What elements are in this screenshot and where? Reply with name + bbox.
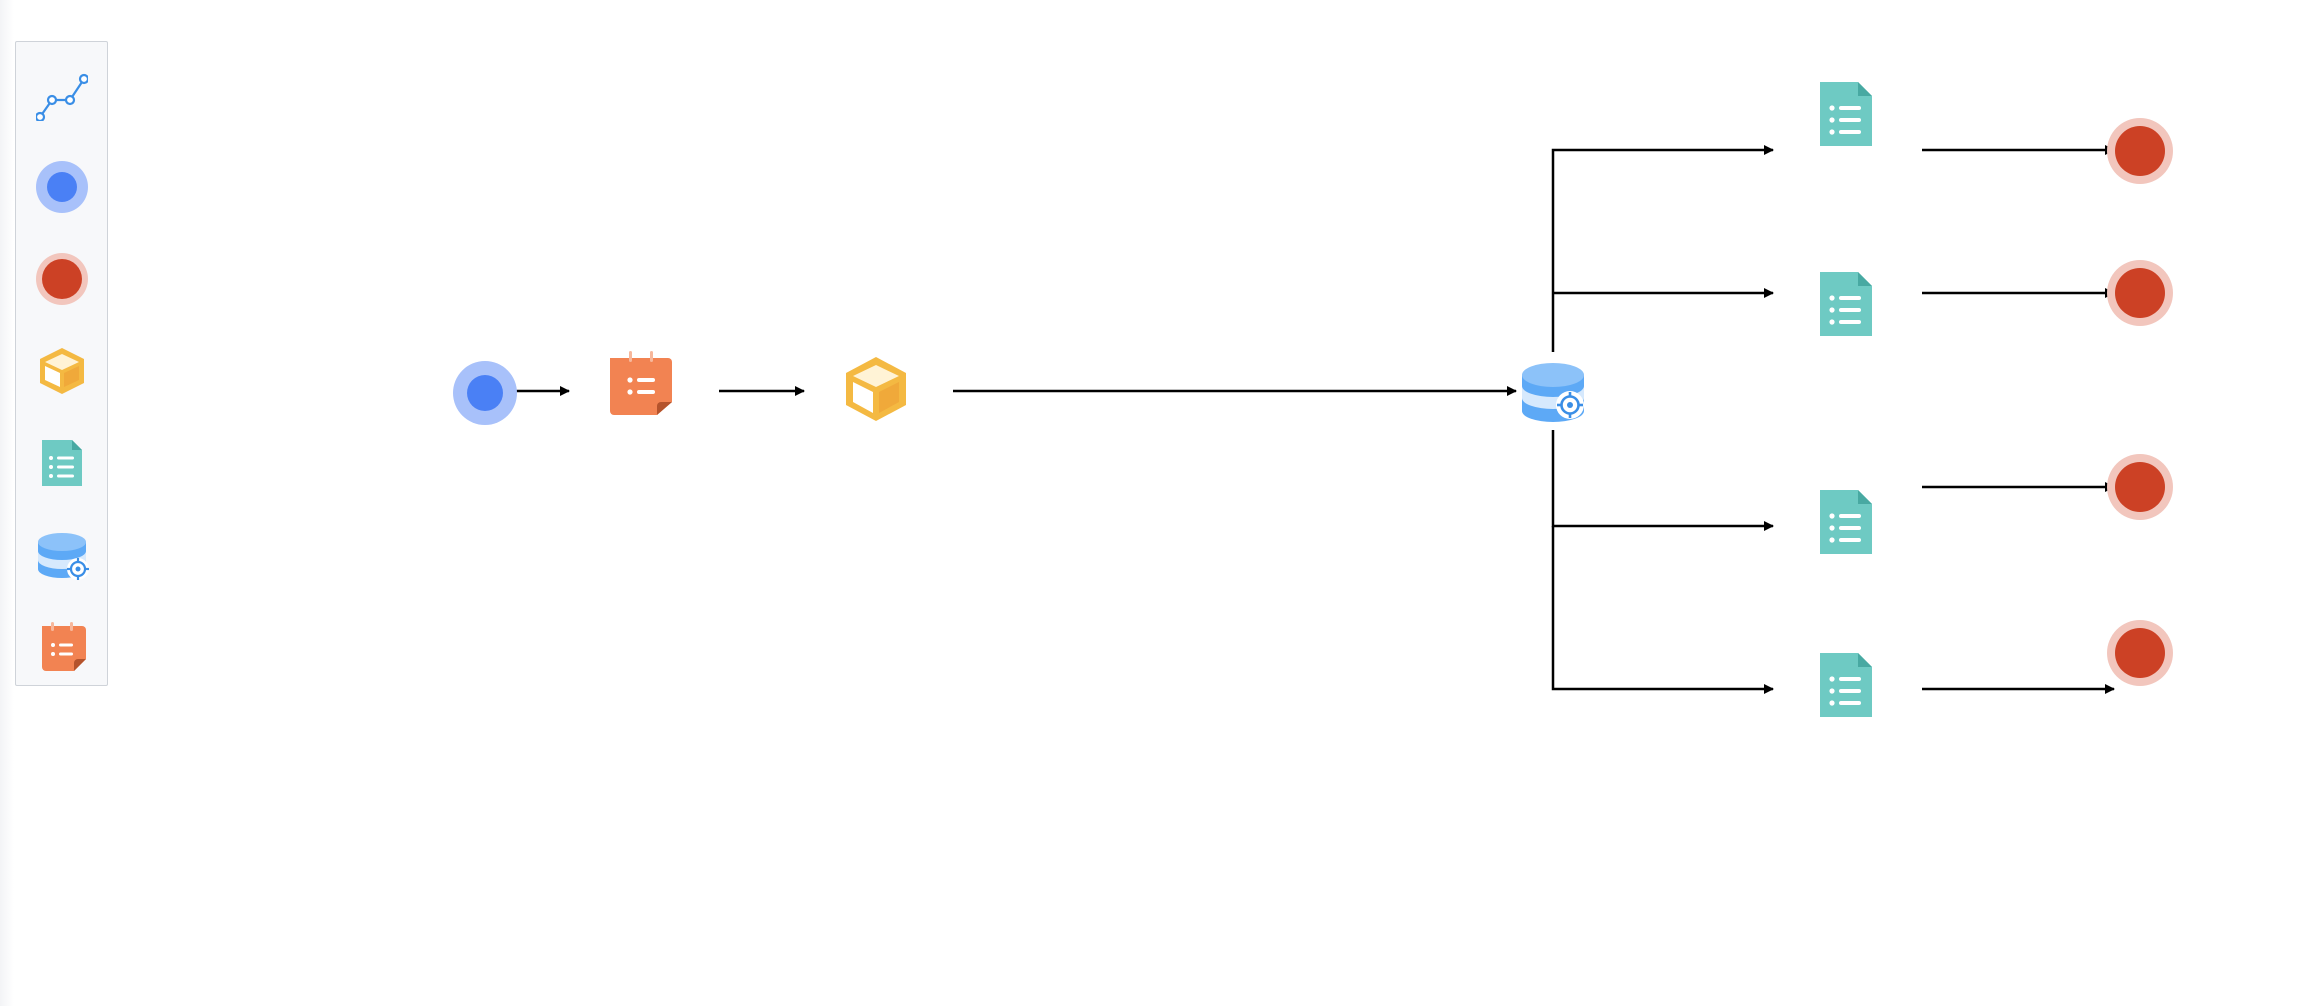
end-event-icon: [36, 253, 88, 305]
end-event-node-3[interactable]: [2107, 454, 2173, 520]
palette-tool-edge[interactable]: [16, 60, 109, 130]
start-event-node[interactable]: [453, 361, 517, 425]
database-node[interactable]: [1522, 363, 1584, 422]
document-node-1[interactable]: [1820, 82, 1872, 146]
document-node-2[interactable]: [1820, 272, 1872, 336]
edge-database-doc-3[interactable]: [1551, 430, 1774, 531]
shape-palette: [15, 41, 108, 686]
palette-tool-cube[interactable]: [16, 336, 109, 406]
calendar-task-node[interactable]: [610, 351, 672, 415]
edge-database-doc-4[interactable]: [1551, 526, 1774, 694]
start-event-icon: [36, 161, 88, 213]
end-event-node-2[interactable]: [2107, 260, 2173, 326]
cube-node[interactable]: [846, 357, 906, 421]
palette-tool-start-event[interactable]: [16, 152, 109, 222]
database-icon: [38, 533, 89, 580]
document-node-4[interactable]: [1820, 653, 1872, 717]
cube-icon: [40, 348, 84, 394]
calendar-task-icon: [42, 622, 86, 671]
end-event-node-4[interactable]: [2107, 620, 2173, 686]
palette-tool-document[interactable]: [16, 428, 109, 498]
left-edge-shadow: [0, 0, 14, 1006]
end-event-node-1[interactable]: [2107, 118, 2173, 184]
palette-tool-database[interactable]: [16, 520, 109, 590]
palette-tool-calendar-task[interactable]: [16, 612, 109, 682]
edge-connector-icon: [36, 73, 88, 121]
palette-tool-end-event[interactable]: [16, 244, 109, 314]
document-icon: [42, 440, 82, 486]
edge-database-doc-1[interactable]: [1551, 145, 1774, 352]
document-node-3[interactable]: [1820, 490, 1872, 554]
